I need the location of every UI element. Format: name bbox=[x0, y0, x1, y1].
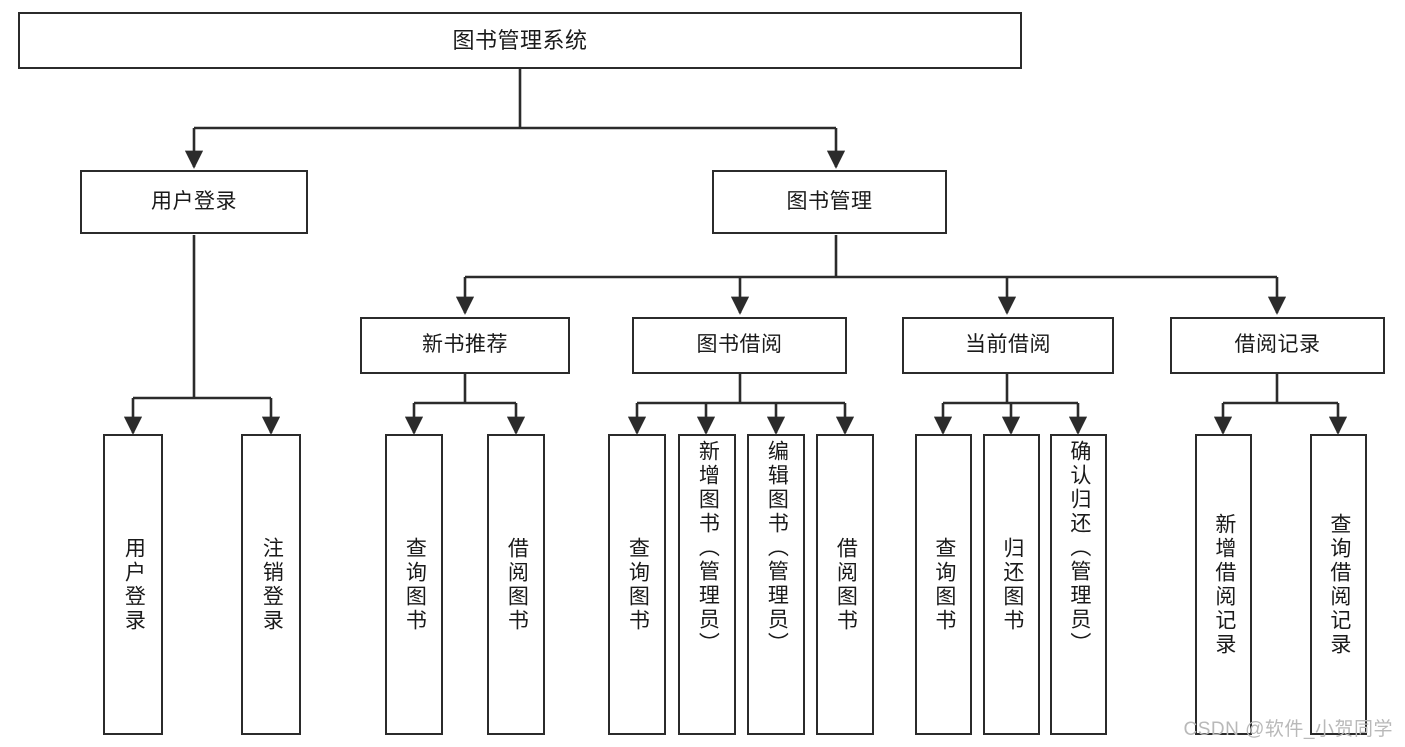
leaf-add-book-admin[interactable]: 新增图书（管理员） bbox=[678, 434, 736, 735]
node-label: 借阅记录 bbox=[1234, 333, 1321, 357]
node-root-book-management-system[interactable]: 图书管理系统 bbox=[18, 12, 1022, 69]
node-label: 新增图书（管理员） bbox=[696, 440, 720, 656]
node-label: 查询图书 bbox=[932, 536, 956, 633]
leaf-query-book-borrow[interactable]: 查询图书 bbox=[608, 434, 666, 735]
node-label: 当前借阅 bbox=[965, 333, 1051, 357]
watermark-text: CSDN @软件_小贺同学 bbox=[1183, 719, 1393, 740]
leaf-borrow-book-recommend[interactable]: 借阅图书 bbox=[487, 434, 545, 735]
node-current-borrow[interactable]: 当前借阅 bbox=[902, 317, 1114, 374]
node-label: 新增借阅记录 bbox=[1212, 512, 1236, 657]
leaf-query-book-current[interactable]: 查询图书 bbox=[915, 434, 972, 735]
leaf-edit-book-admin[interactable]: 编辑图书（管理员） bbox=[747, 434, 805, 735]
node-label: 用户登录 bbox=[122, 536, 146, 633]
node-label: 注销登录 bbox=[260, 536, 284, 633]
node-label: 新书推荐 bbox=[422, 333, 508, 357]
leaf-query-borrow-record[interactable]: 查询借阅记录 bbox=[1310, 434, 1367, 735]
node-label: 查询图书 bbox=[403, 536, 427, 633]
leaf-user-login[interactable]: 用户登录 bbox=[103, 434, 163, 735]
node-label: 图书管理 bbox=[786, 189, 873, 213]
node-label: 确认归还（管理员） bbox=[1067, 440, 1091, 656]
node-user-login[interactable]: 用户登录 bbox=[80, 170, 308, 234]
leaf-logout[interactable]: 注销登录 bbox=[241, 434, 301, 735]
leaf-borrow-book[interactable]: 借阅图书 bbox=[816, 434, 874, 735]
node-label: 借阅图书 bbox=[834, 536, 858, 633]
node-label: 图书借阅 bbox=[696, 333, 783, 357]
leaf-confirm-return-admin[interactable]: 确认归还（管理员） bbox=[1050, 434, 1107, 735]
leaf-query-book-recommend[interactable]: 查询图书 bbox=[385, 434, 443, 735]
node-new-book-recommendation[interactable]: 新书推荐 bbox=[360, 317, 570, 374]
node-label: 用户登录 bbox=[151, 189, 237, 213]
node-label: 图书管理系统 bbox=[452, 27, 588, 53]
node-label: 归还图书 bbox=[1000, 536, 1024, 633]
node-book-management[interactable]: 图书管理 bbox=[712, 170, 947, 234]
leaf-return-book[interactable]: 归还图书 bbox=[983, 434, 1040, 735]
node-label: 编辑图书（管理员） bbox=[765, 440, 789, 656]
leaf-add-borrow-record[interactable]: 新增借阅记录 bbox=[1195, 434, 1252, 735]
node-borrow-record[interactable]: 借阅记录 bbox=[1170, 317, 1385, 374]
node-book-borrow[interactable]: 图书借阅 bbox=[632, 317, 847, 374]
node-label: 借阅图书 bbox=[505, 536, 529, 633]
node-label: 查询图书 bbox=[626, 536, 650, 633]
node-label: 查询借阅记录 bbox=[1327, 512, 1351, 657]
